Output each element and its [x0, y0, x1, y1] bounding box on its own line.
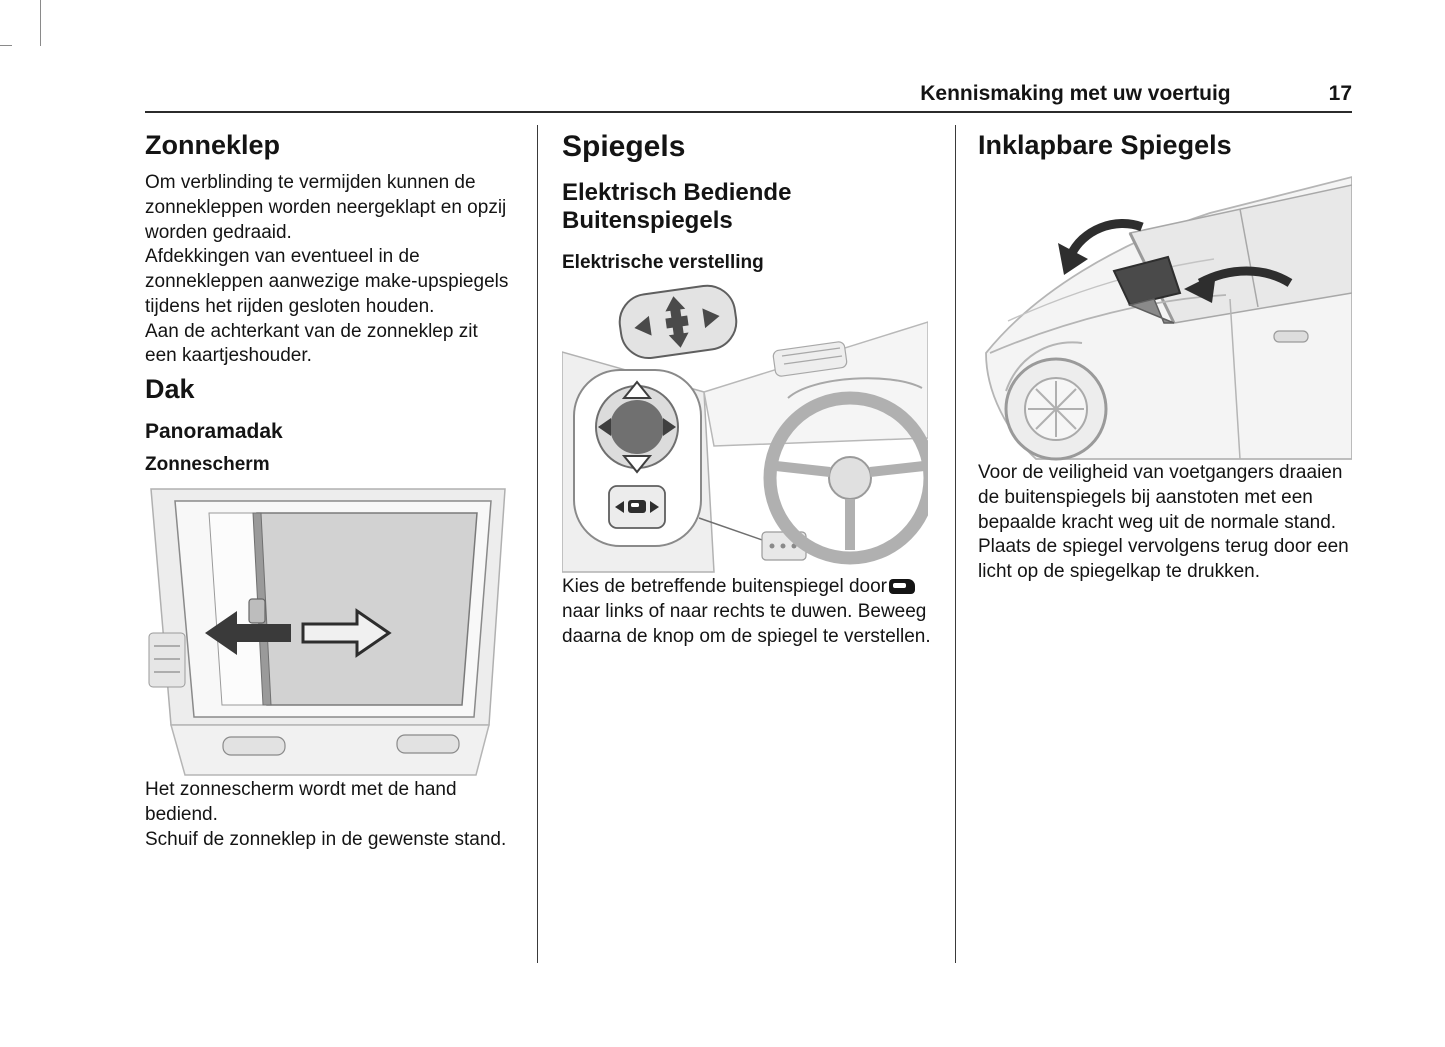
section-heading-zonneklep: Zonneklep — [145, 130, 281, 160]
crop-mark-horizontal — [0, 45, 12, 46]
paragraph: Om verblinding te vermijden kunnen de zo… — [145, 172, 507, 243]
section-heading-dak: Dak — [145, 373, 195, 404]
column-divider-2 — [955, 125, 956, 963]
arrow-left-solid — [205, 611, 291, 656]
paragraph: Het zonnescherm wordt met de hand bedien… — [145, 779, 457, 825]
section-heading-spiegels: Spiegels — [562, 130, 686, 163]
column-inklapbare-spiegels: Inklapbare Spiegels — [978, 125, 1352, 585]
subheading-elektrische-verstelling: Elektrische verstelling — [562, 251, 764, 273]
page-header: Kennismaking met uw voertuig 17 — [145, 82, 1352, 106]
paragraph: Schuif de zonneklep in de gewenste stand… — [145, 828, 507, 850]
power-mirror-control-illustration — [562, 280, 928, 576]
subheading-zonnescherm: Zonnescherm — [145, 454, 270, 476]
mirror-usage-paragraph: Kies de betreffende buitenspiegel door na… — [562, 575, 931, 649]
paragraph: Aan de achterkant van de zonneklep zit e… — [145, 320, 478, 367]
paragraph: Afdekkingen van eventueel in de zonnekle… — [145, 246, 509, 317]
column-zonneklep-dak: Zonneklep Om verblinding te vermijden ku… — [145, 125, 511, 852]
chapter-title: Kennismaking met uw voertuig — [920, 82, 1231, 105]
column-divider-1 — [537, 125, 538, 963]
subheading-panoramadak: Panoramadak — [145, 420, 283, 444]
arrow-right-outline — [301, 608, 392, 659]
mirror-select-knob-icon-slit — [893, 583, 907, 589]
column-spiegels: Spiegels Elektrisch Bediende Buitenspieg… — [562, 125, 931, 649]
section-heading-inklapbare-spiegels: Inklapbare Spiegels — [978, 130, 1232, 160]
mirror-select-knob-icon — [889, 579, 916, 595]
paragraph-text: Kies de betreffende buitenspiegel door — [562, 576, 888, 598]
crop-mark-vertical — [40, 0, 41, 46]
panoramic-sunroof-illustration — [145, 483, 511, 779]
paragraph: Voor de veiligheid van voetgangers draai… — [978, 462, 1349, 583]
folding-exterior-mirror-illustration — [978, 171, 1352, 462]
page-number: 17 — [1328, 82, 1352, 105]
paragraph-text: naar links of naar rechts te duwen. Bewe… — [562, 601, 931, 647]
subheading-elektrisch-bediende: Elektrisch Bediende Buitenspiegels — [562, 179, 792, 235]
header-rule — [145, 111, 1352, 113]
